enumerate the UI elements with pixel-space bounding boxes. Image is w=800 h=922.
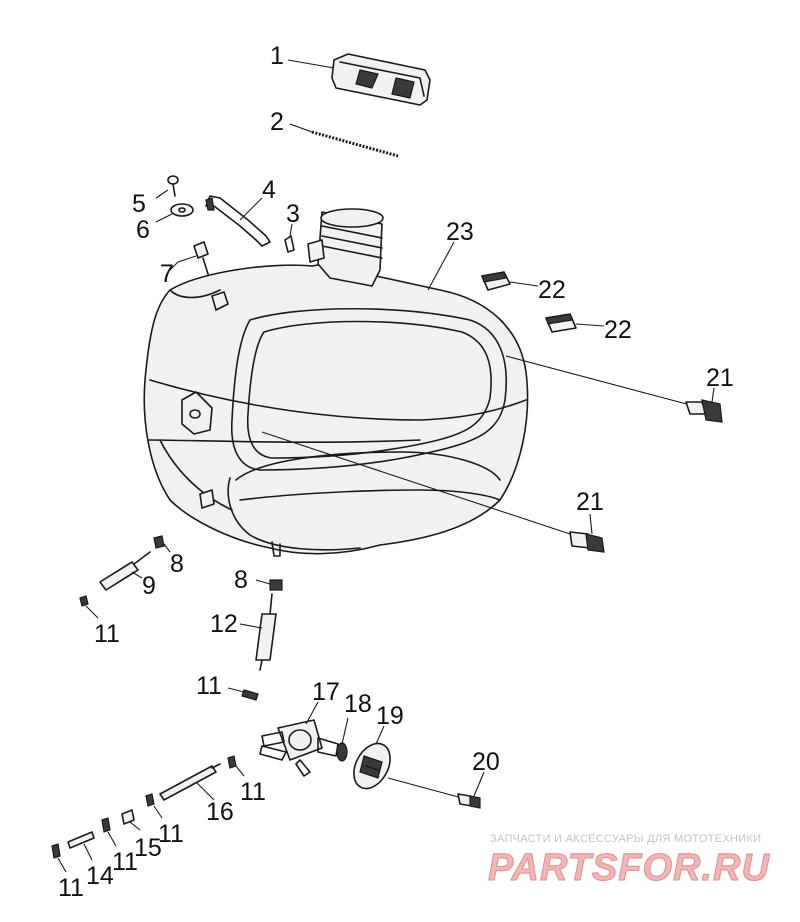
part-22-pad-upper [481, 271, 511, 291]
callout-6: 6 [136, 216, 150, 244]
tank-filler-neck [307, 208, 384, 287]
part-15-nozzle [121, 809, 135, 825]
callout-18: 18 [344, 690, 372, 718]
callout-8-left: 8 [170, 550, 184, 578]
part-21-bolt-upper [505, 355, 723, 423]
part-8-clip-right [269, 579, 283, 591]
part-23-fuel-tank [143, 261, 529, 557]
callout-7: 7 [160, 260, 174, 288]
part-17-fuel-cock [259, 719, 339, 777]
part-18-o-ring [336, 742, 348, 762]
part-4-breather-pipe [205, 195, 271, 247]
part-21-bolt-lower [261, 431, 605, 553]
part-20-screw [387, 777, 481, 809]
callout-11-a: 11 [94, 620, 120, 648]
part-2-gasket [311, 130, 399, 158]
callout-11-d: 11 [158, 820, 184, 848]
callout-labels: 1 2 3 4 5 6 7 8 8 9 11 11 11 11 11 11 12… [58, 42, 734, 902]
part-3-clamp [284, 235, 295, 253]
part-5-screw [167, 175, 179, 197]
callout-2: 2 [270, 108, 284, 136]
callout-23: 23 [446, 218, 474, 246]
callout-1: 1 [270, 42, 284, 70]
watermark-tagline: ЗАПЧАСТИ И АКСЕССУАРЫ ДЛЯ МОТОТЕХНИКИ [490, 833, 761, 845]
part-1-cap-trim [331, 53, 431, 106]
part-16-hose [159, 763, 221, 801]
callout-14: 14 [86, 862, 114, 890]
callout-16: 16 [206, 798, 234, 826]
callout-19: 19 [376, 702, 404, 730]
part-9-hose-left [99, 551, 151, 591]
part-11-clip-2 [241, 689, 259, 701]
part-11-clip-5 [101, 817, 111, 833]
callout-9: 9 [142, 572, 156, 600]
part-14-tube [67, 831, 95, 849]
callout-4: 4 [262, 176, 276, 204]
callout-11-f: 11 [58, 874, 84, 902]
part-11-clip-6 [51, 843, 61, 859]
callout-8-right: 8 [234, 566, 248, 594]
watermark: ЗАПЧАСТИ И АКСЕССУАРЫ ДЛЯ МОТОТЕХНИКИ PA… [488, 833, 770, 890]
part-11-clip-4 [145, 793, 155, 807]
watermark-brand: PARTSFOR.RU [488, 847, 770, 889]
part-8-clip-left [153, 535, 165, 549]
callout-12: 12 [210, 610, 238, 638]
part-6-washer [170, 203, 194, 217]
part-12-hose-center [255, 593, 277, 671]
callout-22-lower: 22 [604, 316, 632, 344]
callout-17: 17 [312, 678, 340, 706]
callout-5: 5 [132, 190, 146, 218]
callout-21-lower: 21 [576, 488, 604, 516]
callout-15: 15 [134, 834, 162, 862]
callout-11-b: 11 [196, 672, 222, 700]
part-22-pad-lower [545, 313, 577, 333]
callout-11-e: 11 [112, 848, 138, 876]
callout-11-c: 11 [240, 778, 266, 806]
part-19-knob [353, 742, 391, 790]
callout-3: 3 [286, 200, 300, 228]
part-11-clip-3 [227, 755, 237, 769]
callout-21-upper: 21 [706, 364, 734, 392]
callout-20: 20 [472, 748, 500, 776]
part-11-clip-1 [79, 595, 89, 607]
callout-22-upper: 22 [538, 276, 566, 304]
